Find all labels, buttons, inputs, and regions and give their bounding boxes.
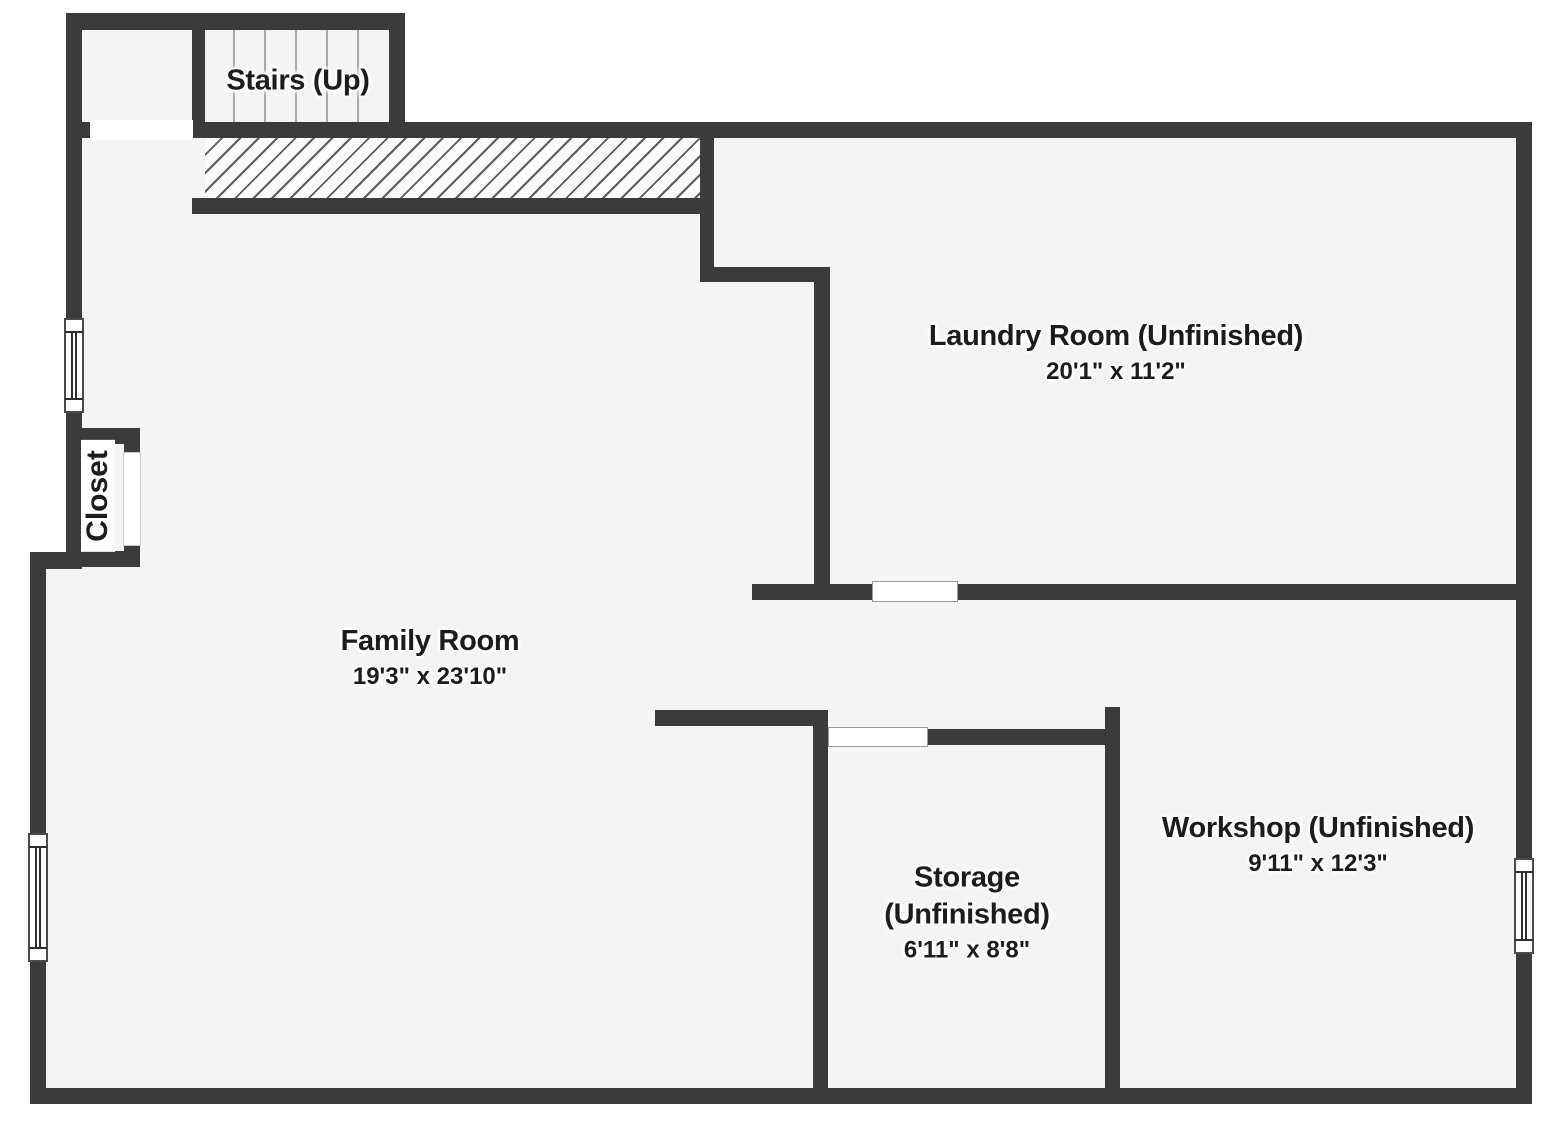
stair-tread [264,30,266,123]
wall-left-lower [30,552,46,1104]
left-extension-floor [40,560,90,1096]
main-floor [78,128,1524,1096]
room-label-storage: Storage (Unfinished) 6'11" x 8'8" [884,860,1050,967]
family-name: Family Room [340,625,520,657]
workshop-dimensions: 9'11" x 12'3" [1248,850,1388,877]
wall-storage-right [1105,707,1120,1104]
stairs-landing-opening [90,120,193,140]
storage-name-line2: (Unfinished) [884,898,1050,931]
laundry-name: Laundry Room (Unfinished) [928,320,1304,352]
wall-closet-bottom [66,551,140,567]
wall-closet-top [66,428,140,444]
under-stairs-hatch [205,138,700,198]
window-symbol [1514,858,1534,954]
room-label-closet: Closet [81,440,115,552]
wall-storage-top [927,729,1120,745]
wall-bottom [30,1088,1532,1104]
wall-laundry-bottom [752,584,1532,600]
closet-label-text: Closet [81,450,114,542]
family-dimensions: 19'3" x 23'10" [352,663,508,690]
window-symbol [28,833,48,962]
room-label-stairs: Stairs (Up) [226,63,370,100]
wall-stairs-top [67,13,405,30]
window-pane [1515,871,1533,941]
wall-laundry-jog [700,267,830,282]
wall-laundry-left-lower [814,267,830,600]
stair-tread [295,30,297,123]
room-label-laundry: Laundry Room (Unfinished) 20'1" x 11'2" [928,318,1304,388]
window-pane [65,331,83,400]
wall-stairs-divider [192,28,205,138]
storage-dimensions: 6'11" x 8'8" [903,936,1031,964]
wall-left-upper [66,13,82,568]
room-label-workshop: Workshop (Unfinished) 9'11" x 12'3" [1162,810,1474,880]
stair-tread [326,30,328,123]
wall-storage-left [813,710,828,1104]
storage-door-opening [828,727,928,747]
workshop-name: Workshop (Unfinished) [1161,812,1475,844]
storage-name-line1: Storage [914,861,1020,894]
window-pane [29,846,47,949]
window-symbol [64,318,84,413]
laundry-dimensions: 20'1" x 11'2" [1046,358,1186,385]
room-label-family: Family Room 19'3" x 23'10" [341,623,520,693]
wall-family-stub [655,710,828,726]
stair-tread [357,30,359,123]
wall-stairs-right [389,13,405,138]
wall-laundry-left-upper [700,122,714,282]
stairs-label-text: Stairs (Up) [226,64,370,97]
wall-right [1516,122,1532,1104]
stairs-floor [74,22,398,132]
closet-door-opening [123,452,141,546]
wall-main-top [82,122,1532,138]
stair-tread [233,30,235,123]
laundry-door-opening [872,581,958,602]
wall-hatch-bottom [192,198,713,214]
